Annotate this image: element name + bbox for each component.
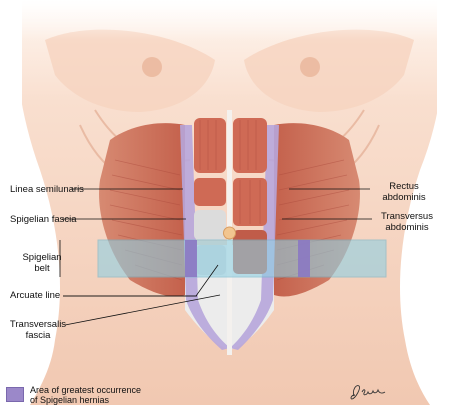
legend-swatch [6, 387, 24, 402]
hernia-area-right [298, 240, 310, 277]
legend-text: Area of greatest occurrence of Spigelian… [30, 385, 141, 405]
left-edge [0, 0, 22, 405]
legend: Area of greatest occurrence of Spigelian… [6, 384, 306, 405]
spigelian-belt-band [98, 240, 386, 277]
hernia-area-left [185, 240, 197, 277]
label-spigelian-belt: Spigelian belt [20, 252, 64, 274]
label-rectus-abdominis: Rectus abdominis [373, 181, 435, 203]
left-nipple [142, 57, 162, 77]
label-linea-semilunaris: Linea semilunaris [10, 184, 84, 195]
label-transversus-abdominis: Transversus abdominis [374, 211, 440, 233]
top-fade [0, 0, 459, 40]
label-arcuate-line: Arcuate line [10, 290, 60, 301]
legend-line-1: Area of greatest occurrence [30, 385, 141, 395]
umbilicus [224, 227, 236, 239]
artist-signature [348, 380, 388, 402]
right-edge [437, 0, 459, 405]
label-spigelian-fascia: Spigelian fascia [10, 214, 77, 225]
label-transversalis-fascia: Transversalis fascia [8, 319, 68, 341]
legend-line-2: of Spigelian hernias [30, 395, 141, 405]
right-nipple [300, 57, 320, 77]
